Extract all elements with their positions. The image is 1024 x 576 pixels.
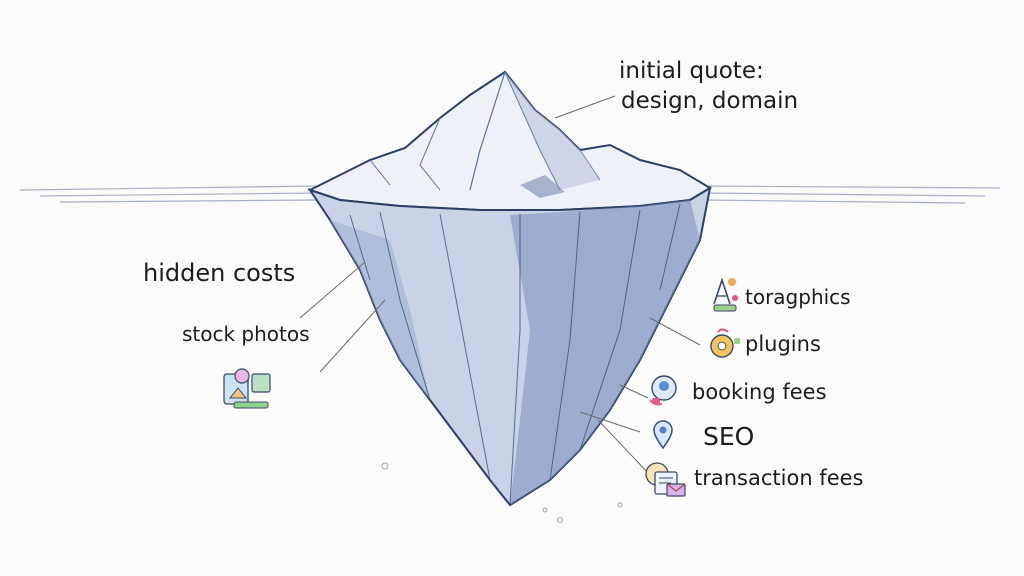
stock-photos-icon [223,368,271,409]
booking-fees-icon [649,375,677,406]
bubbles [381,462,623,523]
transaction-fees-icon [645,462,686,497]
initial-quote-label-line2: design, domain [621,88,799,114]
iceberg-tip [307,70,712,211]
hidden-costs-label: hidden costs [143,259,296,287]
iceberg-submerged [307,185,712,507]
water-surface [19,185,1001,204]
initial-quote-label-line1: initial quote: [619,58,764,84]
typography-icon [713,277,738,312]
plugins-icon [710,328,740,358]
toragphics-label: toragphics [745,285,851,309]
booking-fees-label: booking fees [692,380,827,404]
location-pin-icon [653,420,673,450]
transaction-fees-label: transaction fees [694,466,864,490]
stock-photos-label: stock photos [182,322,310,346]
seo-label: SEO [703,422,755,451]
leader-lines [299,95,701,476]
plugins-label: plugins [745,332,821,356]
